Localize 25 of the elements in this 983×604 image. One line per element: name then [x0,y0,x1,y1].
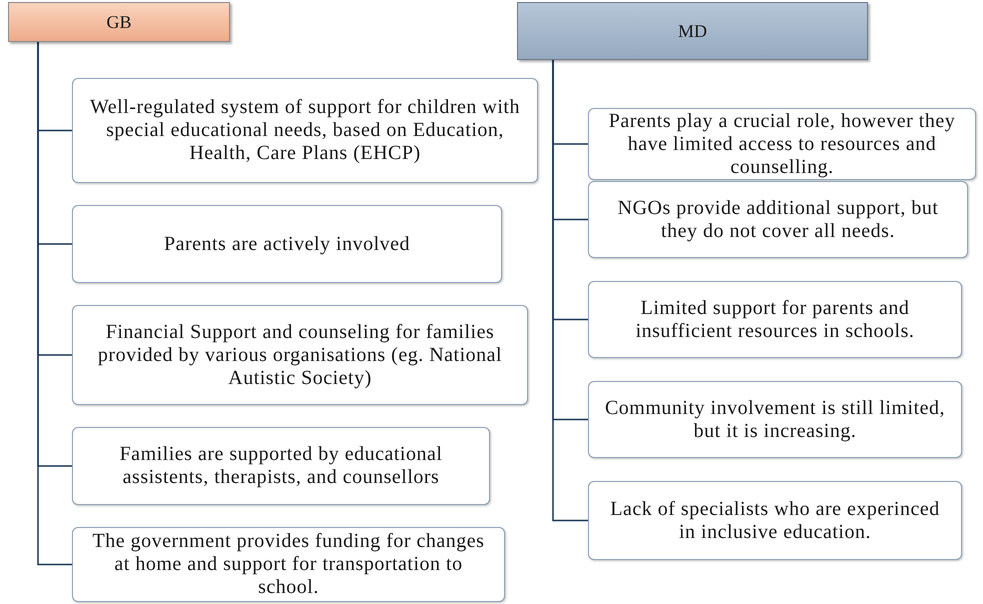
header-box [517,2,868,60]
connector-line [37,42,72,566]
text-box [72,78,538,183]
text-box [72,527,505,602]
text-box [588,281,962,358]
box-text: Parents are actively involved [164,232,410,256]
box-text: Well-regulated system of support for children with special educational needs, based on Education, Health, Care Plans (EHCP) [89,96,521,165]
box-text: NGOs provide additional support, but they do not cover all needs. [616,196,940,242]
text-box [588,181,968,258]
box-text: The government provides funding for changes at home and support for transportation to school. [92,530,486,599]
text-box [72,427,490,505]
box-text: Parents play a crucial role, however they have limited access to resources and counselling. [608,110,956,178]
connector-line [552,60,588,522]
box-text: Lack of specialists who are experinced in inclusive education. [609,498,941,544]
text-box [588,481,962,560]
text-box [588,381,962,458]
box-text: Financial Support and counseling for families provided by various organisations (eg. National Autistic Society) [96,320,504,390]
header-text: MD [678,20,707,42]
box-text: Families are supported by educational assistents, therapists, and counsellors [118,443,444,489]
header-text: GB [106,10,132,34]
box-text: Limited support for parents and insufficient resources in schools. [634,296,916,342]
text-box [72,205,502,283]
header-box [8,2,230,42]
text-box [72,305,528,405]
box-text: Community involvement is still limited, but it is increasing. [604,396,946,442]
